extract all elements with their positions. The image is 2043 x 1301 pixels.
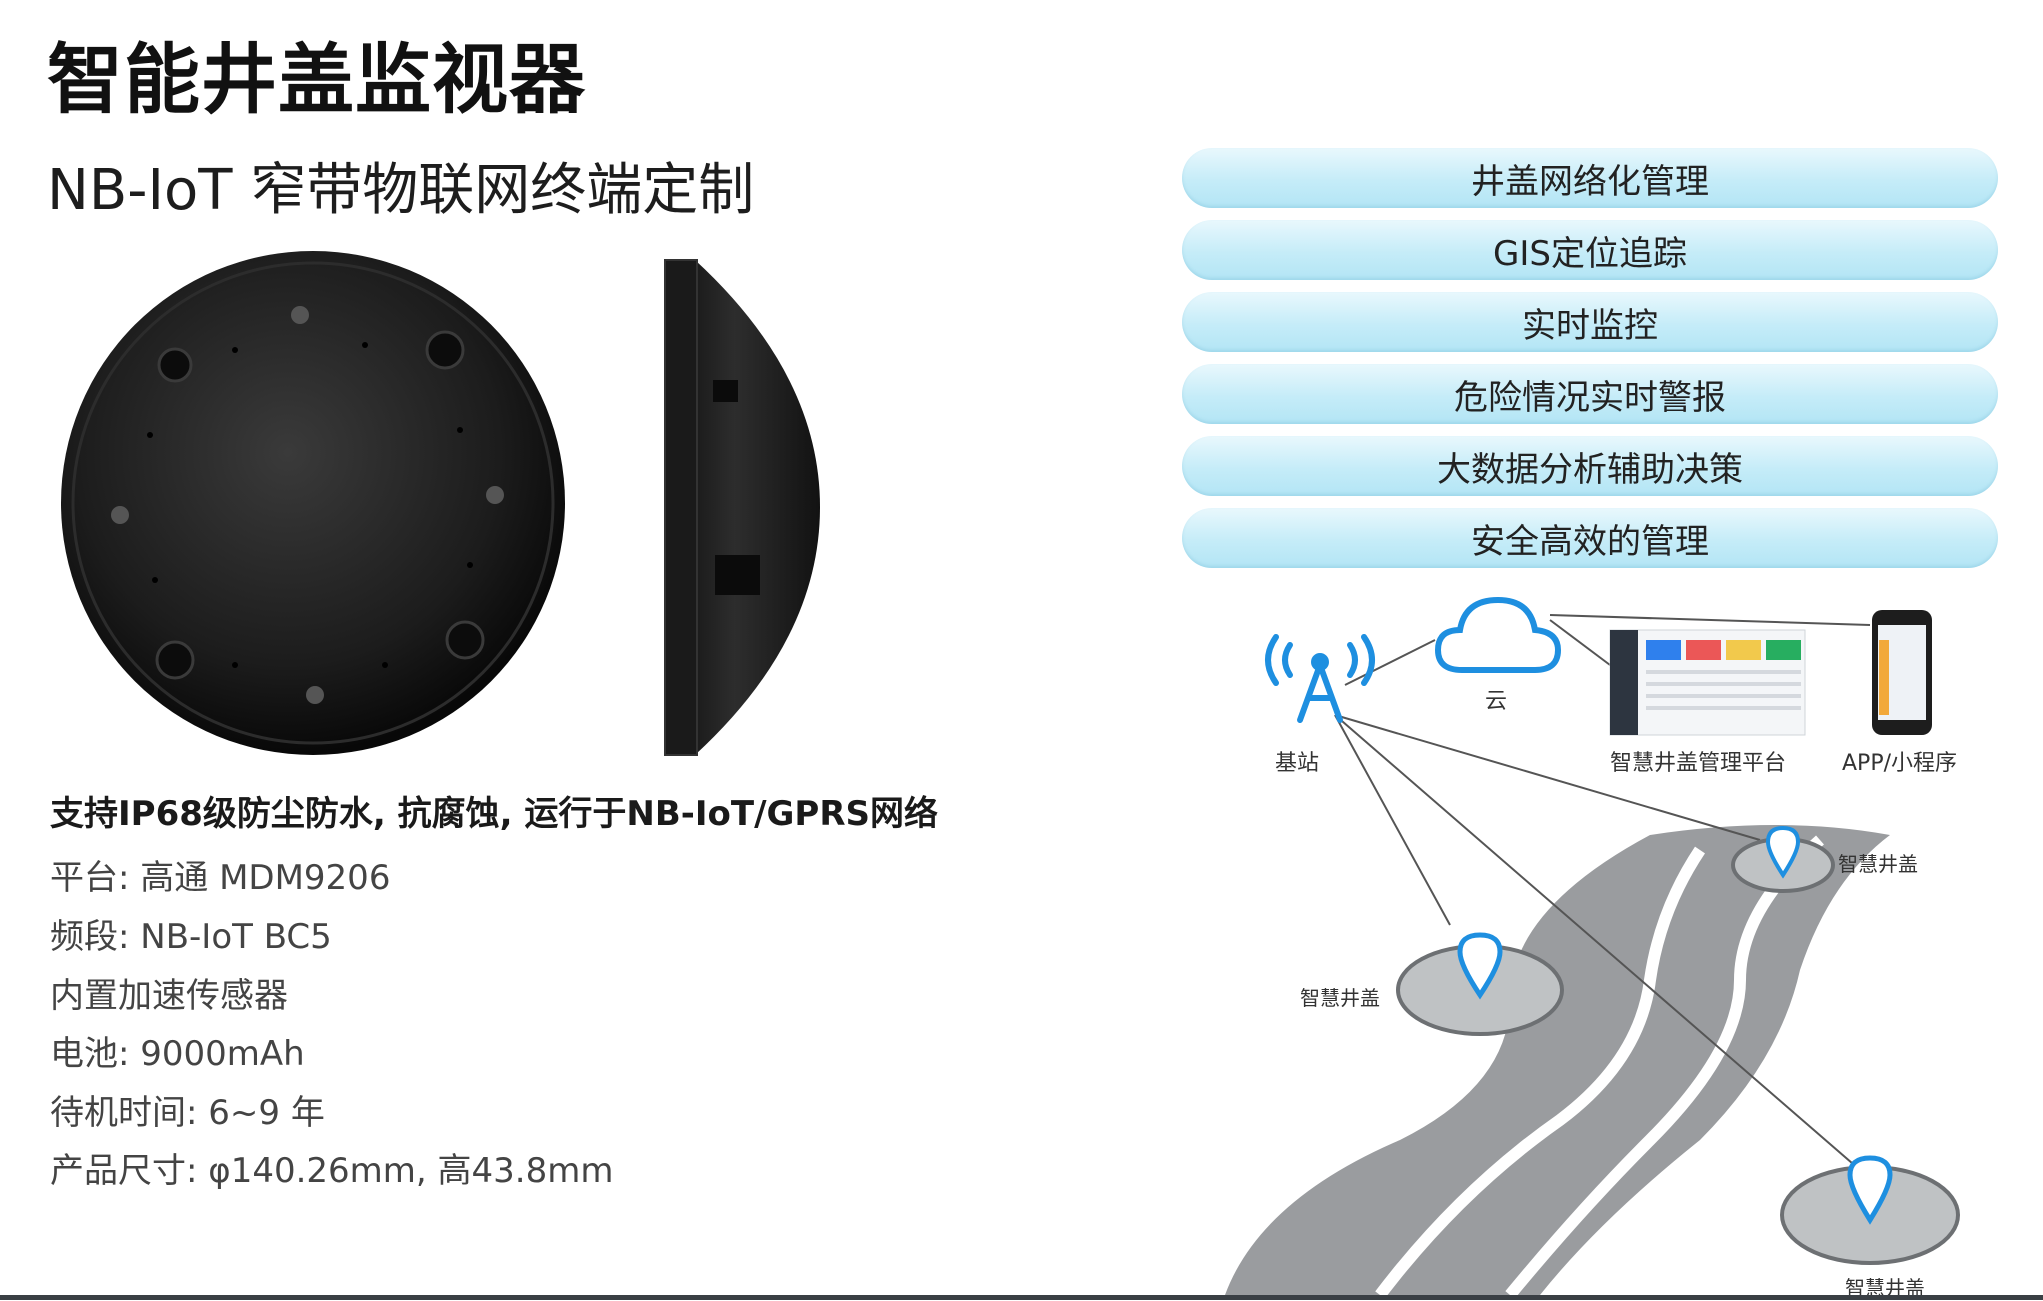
bottom-bar	[0, 1295, 2043, 1300]
product-side-image	[664, 259, 820, 756]
label-cloud: 云	[1485, 689, 1508, 714]
feature-highlight: 支持IP68级防尘防水, 抗腐蚀, 运行于NB-IoT/GPRS网络	[50, 794, 938, 834]
spec-sensor: 内置加速传感器	[50, 976, 288, 1016]
manhole-3	[1780, 1155, 1960, 1265]
location-pin-icon	[1765, 825, 1801, 879]
road	[1225, 825, 1890, 1295]
label-manhole-1: 智慧井盖	[1838, 852, 1918, 876]
location-pin-icon	[1457, 932, 1503, 1000]
product-front-image	[61, 251, 565, 755]
smartphone-icon	[1872, 610, 1932, 735]
feature-pill-realtime-monitoring: 实时监控	[1182, 292, 1998, 352]
label-platform: 智慧井盖管理平台	[1610, 751, 1787, 776]
feature-pill-danger-alarm: 危险情况实时警报	[1182, 364, 1998, 424]
feature-pill-big-data: 大数据分析辅助决策	[1182, 436, 1998, 496]
network-diagram	[1225, 596, 1960, 1295]
feature-pill-gis-tracking: GIS定位追踪	[1182, 220, 1998, 280]
spec-band: 频段: NB-IoT BC5	[50, 917, 332, 957]
manhole-1	[1731, 825, 1835, 893]
label-base-station: 基站	[1275, 751, 1320, 776]
cloud-icon	[1434, 596, 1562, 673]
location-pin-icon	[1847, 1155, 1893, 1225]
platform-screen-image	[1609, 629, 1806, 736]
page-subtitle: NB-IoT 窄带物联网终端定制	[47, 158, 755, 223]
antenna-icon	[1265, 634, 1375, 723]
manhole-2	[1396, 932, 1564, 1036]
label-app: APP/小程序	[1842, 751, 1957, 776]
spec-standby: 待机时间: 6~9 年	[50, 1093, 325, 1133]
page-title: 智能井盖监视器	[47, 35, 586, 124]
feature-pill-network-management: 井盖网络化管理	[1182, 148, 1998, 208]
spec-battery: 电池: 9000mAh	[50, 1034, 305, 1074]
spec-dimensions: 产品尺寸: φ140.26mm, 高43.8mm	[50, 1151, 614, 1191]
spec-platform: 平台: 高通 MDM9206	[50, 858, 391, 898]
label-manhole-2: 智慧井盖	[1300, 986, 1380, 1010]
feature-pill-safe-management: 安全高效的管理	[1182, 508, 1998, 568]
